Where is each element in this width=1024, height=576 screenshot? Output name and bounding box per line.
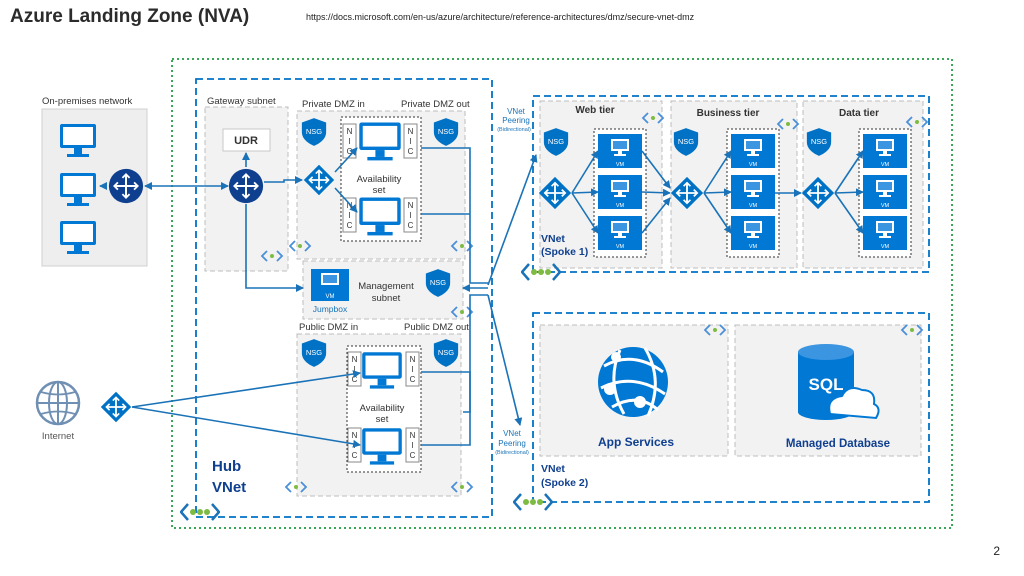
svg-text:C: C: [347, 221, 353, 230]
svg-text:C: C: [410, 451, 416, 460]
onprem-router-icon: [108, 168, 144, 204]
vm-label: VM: [749, 162, 758, 168]
svg-text:I: I: [409, 211, 411, 220]
vm-label: VM: [749, 203, 758, 209]
hub-label: Hub: [212, 458, 241, 475]
private-dmz-in-label: Private DMZ in: [302, 99, 365, 110]
vm-label: VM: [616, 244, 625, 250]
udr-label: UDR: [234, 135, 258, 147]
spoke1-vnet-label: VNet: [541, 233, 565, 245]
svg-text:N: N: [410, 355, 416, 364]
svg-text:C: C: [352, 451, 358, 460]
spoke2-label: (Spoke 2): [541, 477, 588, 489]
public-dmz-out-label: Public DMZ out: [404, 322, 469, 333]
set-label: set: [376, 414, 389, 425]
nsg-label: NSG: [678, 137, 694, 146]
svg-text:N: N: [408, 201, 414, 210]
spoke2-vnet-border: [532, 312, 930, 503]
udr-box: [222, 128, 271, 152]
nsg-label: NSG: [438, 348, 454, 357]
internet-label: Internet: [42, 431, 75, 442]
nsg-label: NSG: [811, 137, 827, 146]
sql-label: SQL: [809, 375, 844, 394]
app-services-icon: [598, 347, 668, 417]
svg-text:I: I: [353, 441, 355, 450]
nsg-label: NSG: [548, 137, 564, 146]
onprem-label: On-premises network: [42, 96, 133, 107]
svg-text:N: N: [410, 431, 416, 440]
svg-text:C: C: [352, 375, 358, 384]
nic-box: N I C: [347, 351, 362, 387]
svg-text:I: I: [411, 365, 413, 374]
vm-label: VM: [749, 244, 758, 250]
data-tier-label: Data tier: [839, 108, 879, 119]
svg-text:N: N: [408, 127, 414, 136]
svg-text:I: I: [411, 441, 413, 450]
svg-text:C: C: [408, 221, 414, 230]
peering-bottom-label-1: VNet: [503, 429, 522, 438]
svg-text:C: C: [408, 147, 414, 156]
private-dmz-out-label: Private DMZ out: [401, 99, 470, 110]
svg-text:N: N: [352, 431, 358, 440]
page-number: 2: [993, 544, 1000, 558]
nic-box: N I C: [342, 123, 357, 159]
spoke1-vnet-border: [532, 95, 930, 273]
spoke1-label: (Spoke 1): [541, 246, 588, 258]
availability-label: Availability: [357, 174, 402, 185]
svg-text:I: I: [353, 365, 355, 374]
svg-text:I: I: [348, 137, 350, 146]
nic-box: N I C: [405, 427, 420, 463]
web-tier-label: Web tier: [575, 105, 614, 116]
peering-top-label-3: (Bidirectional): [497, 127, 531, 133]
managed-database-label: Managed Database: [786, 438, 890, 450]
peering-top-label-1: VNet: [507, 107, 526, 116]
spoke2-vnet-label: VNet: [541, 463, 565, 475]
sql-database-icon: [798, 344, 880, 420]
vm-label: VM: [881, 203, 890, 209]
app-services-label: App Services: [598, 435, 674, 449]
vm-label: VM: [881, 244, 890, 250]
peering-top-label-2: Peering: [502, 116, 530, 125]
reference-url[interactable]: https://docs.microsoft.com/en-us/azure/a…: [306, 12, 695, 22]
nic-box: N I C: [403, 123, 418, 159]
nsg-label: NSG: [306, 348, 322, 357]
svg-text:N: N: [347, 127, 353, 136]
landing-zone-border: [171, 58, 953, 529]
set-label: set: [373, 185, 386, 196]
nic-box: N I C: [405, 351, 420, 387]
page-title: Azure Landing Zone (NVA): [10, 6, 250, 27]
nsg-label: NSG: [430, 278, 446, 287]
hub-vnet-label: VNet: [212, 479, 246, 496]
peering-bottom-label-2: Peering: [498, 439, 526, 448]
business-tier-label: Business tier: [697, 108, 760, 119]
nsg-label: NSG: [438, 127, 454, 136]
nic-box: N I C: [403, 197, 418, 233]
connector-lines: [99, 147, 864, 448]
vm-label: VM: [881, 162, 890, 168]
spoke2-vnet-icon: [513, 492, 553, 512]
hub-vnet-border: [195, 78, 493, 518]
svg-text:N: N: [352, 355, 358, 364]
vm-label: VM: [616, 203, 625, 209]
vm-label: VM: [326, 294, 335, 300]
nsg-label: NSG: [306, 127, 322, 136]
jumpbox-label: Jumpbox: [313, 304, 348, 314]
gateway-router-icon: [228, 168, 264, 204]
internet-nva-icon: [100, 391, 132, 423]
svg-text:I: I: [348, 211, 350, 220]
vm-label: VM: [616, 162, 625, 168]
management-label: Management: [358, 281, 414, 292]
availability-label: Availability: [360, 403, 405, 414]
peering-bottom-label-3: (Bidirectional): [495, 450, 529, 456]
gateway-subnet-label: Gateway subnet: [207, 96, 276, 107]
svg-text:I: I: [409, 137, 411, 146]
svg-text:C: C: [410, 375, 416, 384]
subnet-label: subnet: [372, 293, 401, 304]
public-dmz-in-label: Public DMZ in: [299, 322, 358, 333]
internet-globe-icon: [35, 380, 81, 426]
